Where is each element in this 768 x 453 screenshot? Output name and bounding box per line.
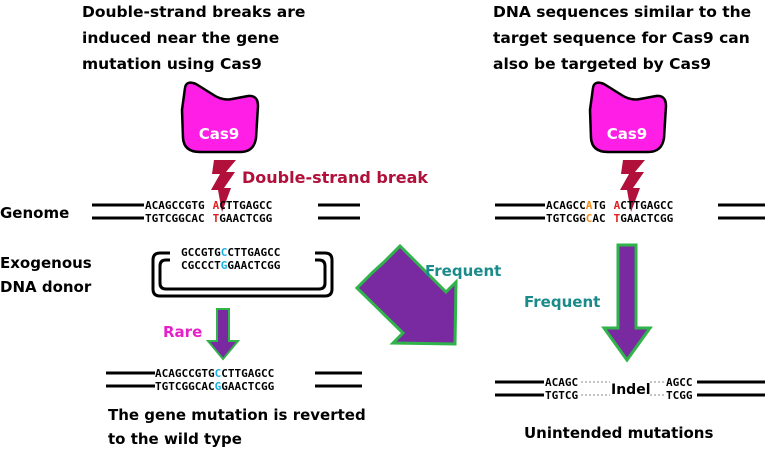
indel-top-left-sequence: ACAGC bbox=[545, 376, 578, 389]
result-caption-line-2: to the wild type bbox=[108, 430, 242, 448]
indel-bottom-right-sequence: TCGG bbox=[666, 389, 693, 402]
donor-label-line-1: Exogenous bbox=[0, 254, 92, 272]
right-heading-line-2: target sequence for Cas9 can bbox=[493, 29, 750, 47]
frequent-diagonal-arrow-icon bbox=[354, 243, 458, 346]
double-strand-break-label: Double-strand break bbox=[242, 168, 428, 187]
genome-strands bbox=[92, 203, 360, 220]
rare-label: Rare bbox=[163, 323, 202, 341]
right-heading-line-3: also be targeted by Cas9 bbox=[493, 55, 711, 73]
cas9-protein-icon bbox=[180, 81, 260, 154]
left-heading-line-2: induced near the gene bbox=[82, 29, 279, 47]
frequent-down-arrow-icon bbox=[601, 243, 653, 363]
result-strands bbox=[106, 371, 362, 388]
indel-top-right-sequence: AGCC bbox=[666, 376, 693, 389]
unintended-mutations-caption: Unintended mutations bbox=[524, 424, 713, 442]
lightning-bolt-icon-right bbox=[620, 160, 645, 212]
left-heading-line-1: Double-strand breaks are bbox=[82, 3, 305, 21]
right-heading-line-1: DNA sequences similar to the bbox=[493, 3, 751, 21]
donor-label-line-2: DNA donor bbox=[0, 278, 92, 296]
result-bottom-sequence: TGTCGGCACGGAACTCGG bbox=[155, 380, 275, 393]
cas9-label: Cas9 bbox=[199, 125, 240, 143]
donor-bottom-sequence: CGCCCTGGAACTCGG bbox=[181, 259, 281, 272]
result-top-sequence: ACAGCCGTGCCTTGAGCC bbox=[155, 367, 274, 380]
center-frequent-label: Frequent bbox=[425, 262, 501, 280]
indel-bottom-left-sequence: TGTCG bbox=[545, 389, 578, 402]
cas9-protein-icon-right bbox=[588, 81, 668, 154]
indel-strands bbox=[495, 380, 765, 397]
result-caption-line-1: The gene mutation is reverted bbox=[108, 406, 366, 424]
genome-label: Genome bbox=[0, 204, 69, 222]
right-frequent-label: Frequent bbox=[524, 293, 600, 311]
indel-label: Indel bbox=[611, 382, 651, 398]
left-heading-line-3: mutation using Cas9 bbox=[82, 55, 262, 73]
cas9-label-right: Cas9 bbox=[607, 125, 648, 143]
donor-top-sequence: GCCGTGCCTTGAGCC bbox=[181, 246, 280, 259]
lightning-bolt-icon bbox=[211, 160, 236, 212]
donor-plasmid-outline bbox=[151, 251, 334, 298]
right-genome-strands bbox=[495, 203, 765, 220]
rare-arrow-icon bbox=[205, 308, 241, 361]
